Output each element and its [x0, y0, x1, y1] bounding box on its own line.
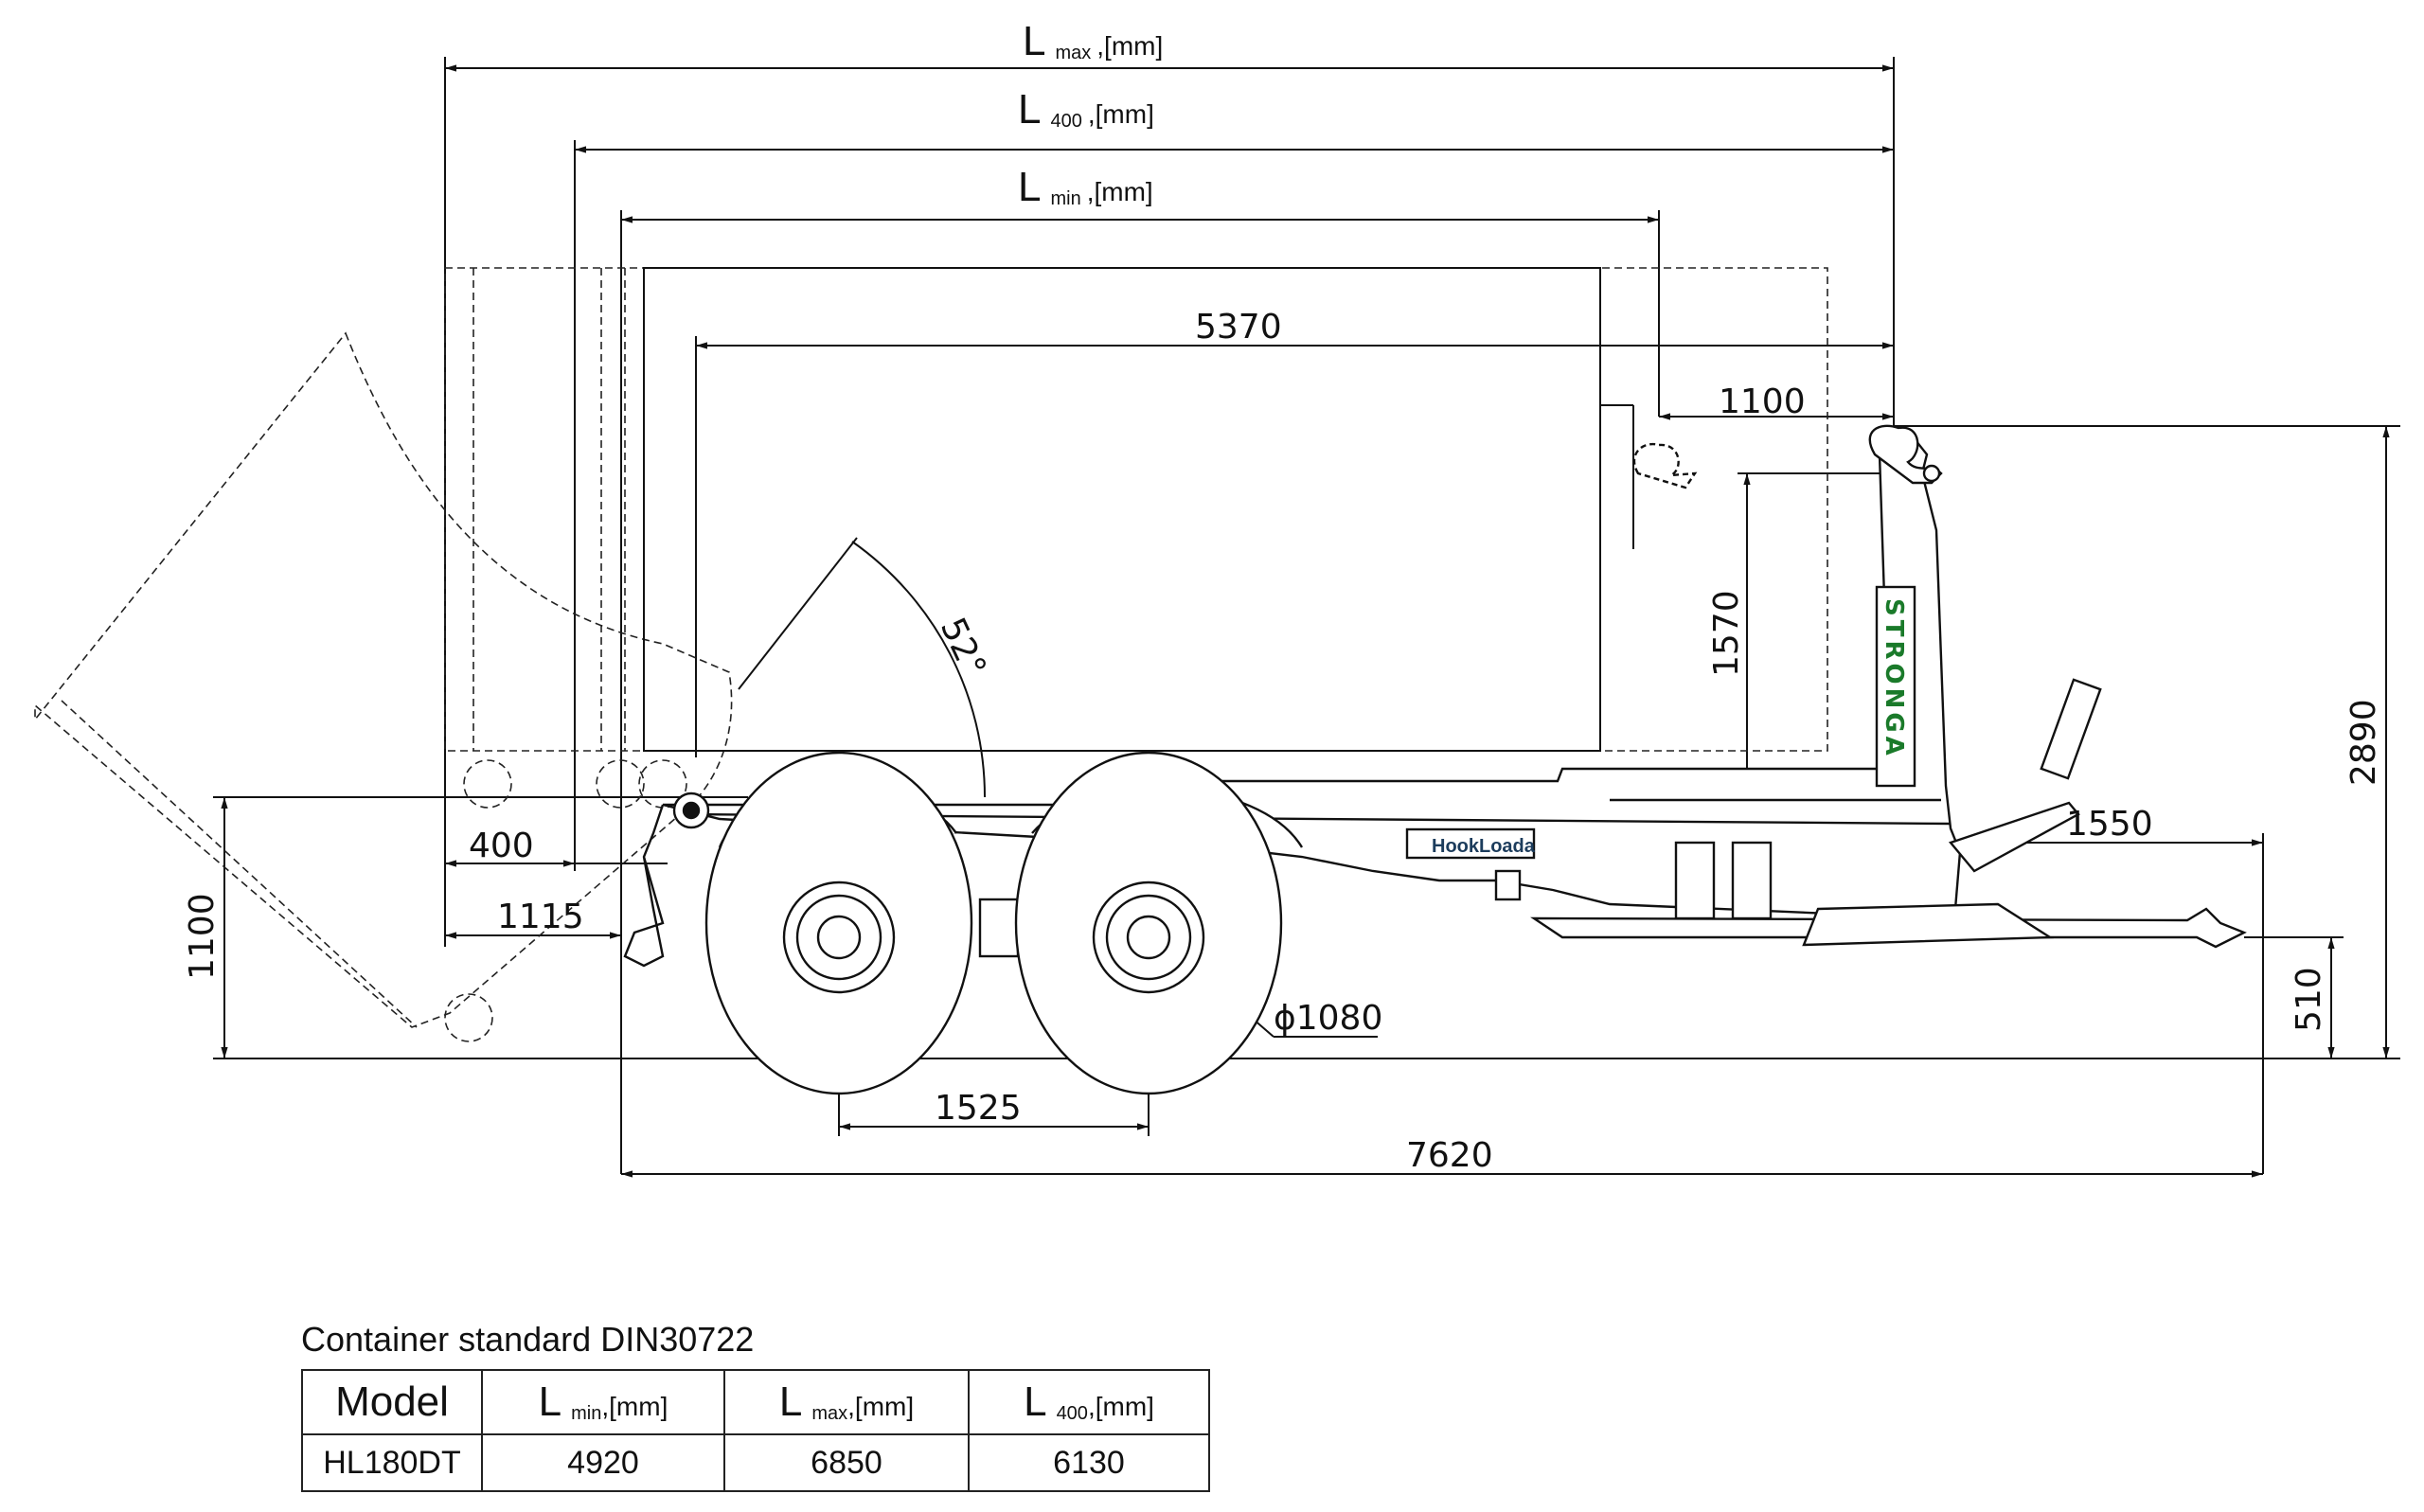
table-row: HL180DT 4920 6850 6130 [301, 1433, 1210, 1492]
stronga-logo: STRONGA [1880, 598, 1908, 759]
dim-wheel-diameter: ϕ1080 [1274, 999, 1382, 1038]
table-caption: Container standard DIN30722 [301, 1320, 755, 1359]
dim-hook-height: 1570 [1707, 590, 1746, 677]
cell-model: HL180DT [301, 1433, 483, 1492]
cell-l-400: 6130 [968, 1433, 1210, 1492]
header-model: Model [301, 1369, 483, 1435]
dim-rear-overhang: 1550 [2066, 805, 2153, 844]
wheels [704, 751, 1283, 1095]
dim-front-offset-1115: 1115 [497, 898, 584, 936]
header-l-max: L max,[mm] [723, 1369, 970, 1435]
cell-l-max: 6850 [723, 1433, 970, 1492]
container-body [643, 267, 1634, 752]
spec-table: Model L min,[mm] L max,[mm] L 400,[mm] H… [301, 1369, 1210, 1492]
wheel-front [704, 751, 973, 1095]
cell-l-min: 4920 [481, 1433, 725, 1492]
header-l-400: L 400,[mm] [968, 1369, 1210, 1435]
dim-axle-spacing: 1525 [935, 1089, 1022, 1128]
dim-drawbar-height: 510 [2290, 967, 2328, 1032]
hookloada-logo: HookLoada [1432, 836, 1536, 857]
dim-container-length: 5370 [1195, 308, 1282, 347]
branding: STRONGA HookLoada [1432, 598, 1908, 857]
dim-overall-length: 7620 [1406, 1136, 1493, 1175]
table-header-row: Model L min,[mm] L max,[mm] L 400,[mm] [301, 1369, 1210, 1435]
header-l-min: L min,[mm] [481, 1369, 725, 1435]
dimension-lines [213, 57, 2400, 1178]
dim-frame-height: 1100 [183, 893, 222, 980]
dim-hook-offset: 1100 [1719, 382, 1806, 421]
wheel-rear [1014, 751, 1283, 1095]
dim-overall-height: 2890 [2344, 699, 2383, 786]
dim-front-offset-400: 400 [469, 827, 534, 865]
dim-tipping-angle: 52° [933, 612, 993, 683]
